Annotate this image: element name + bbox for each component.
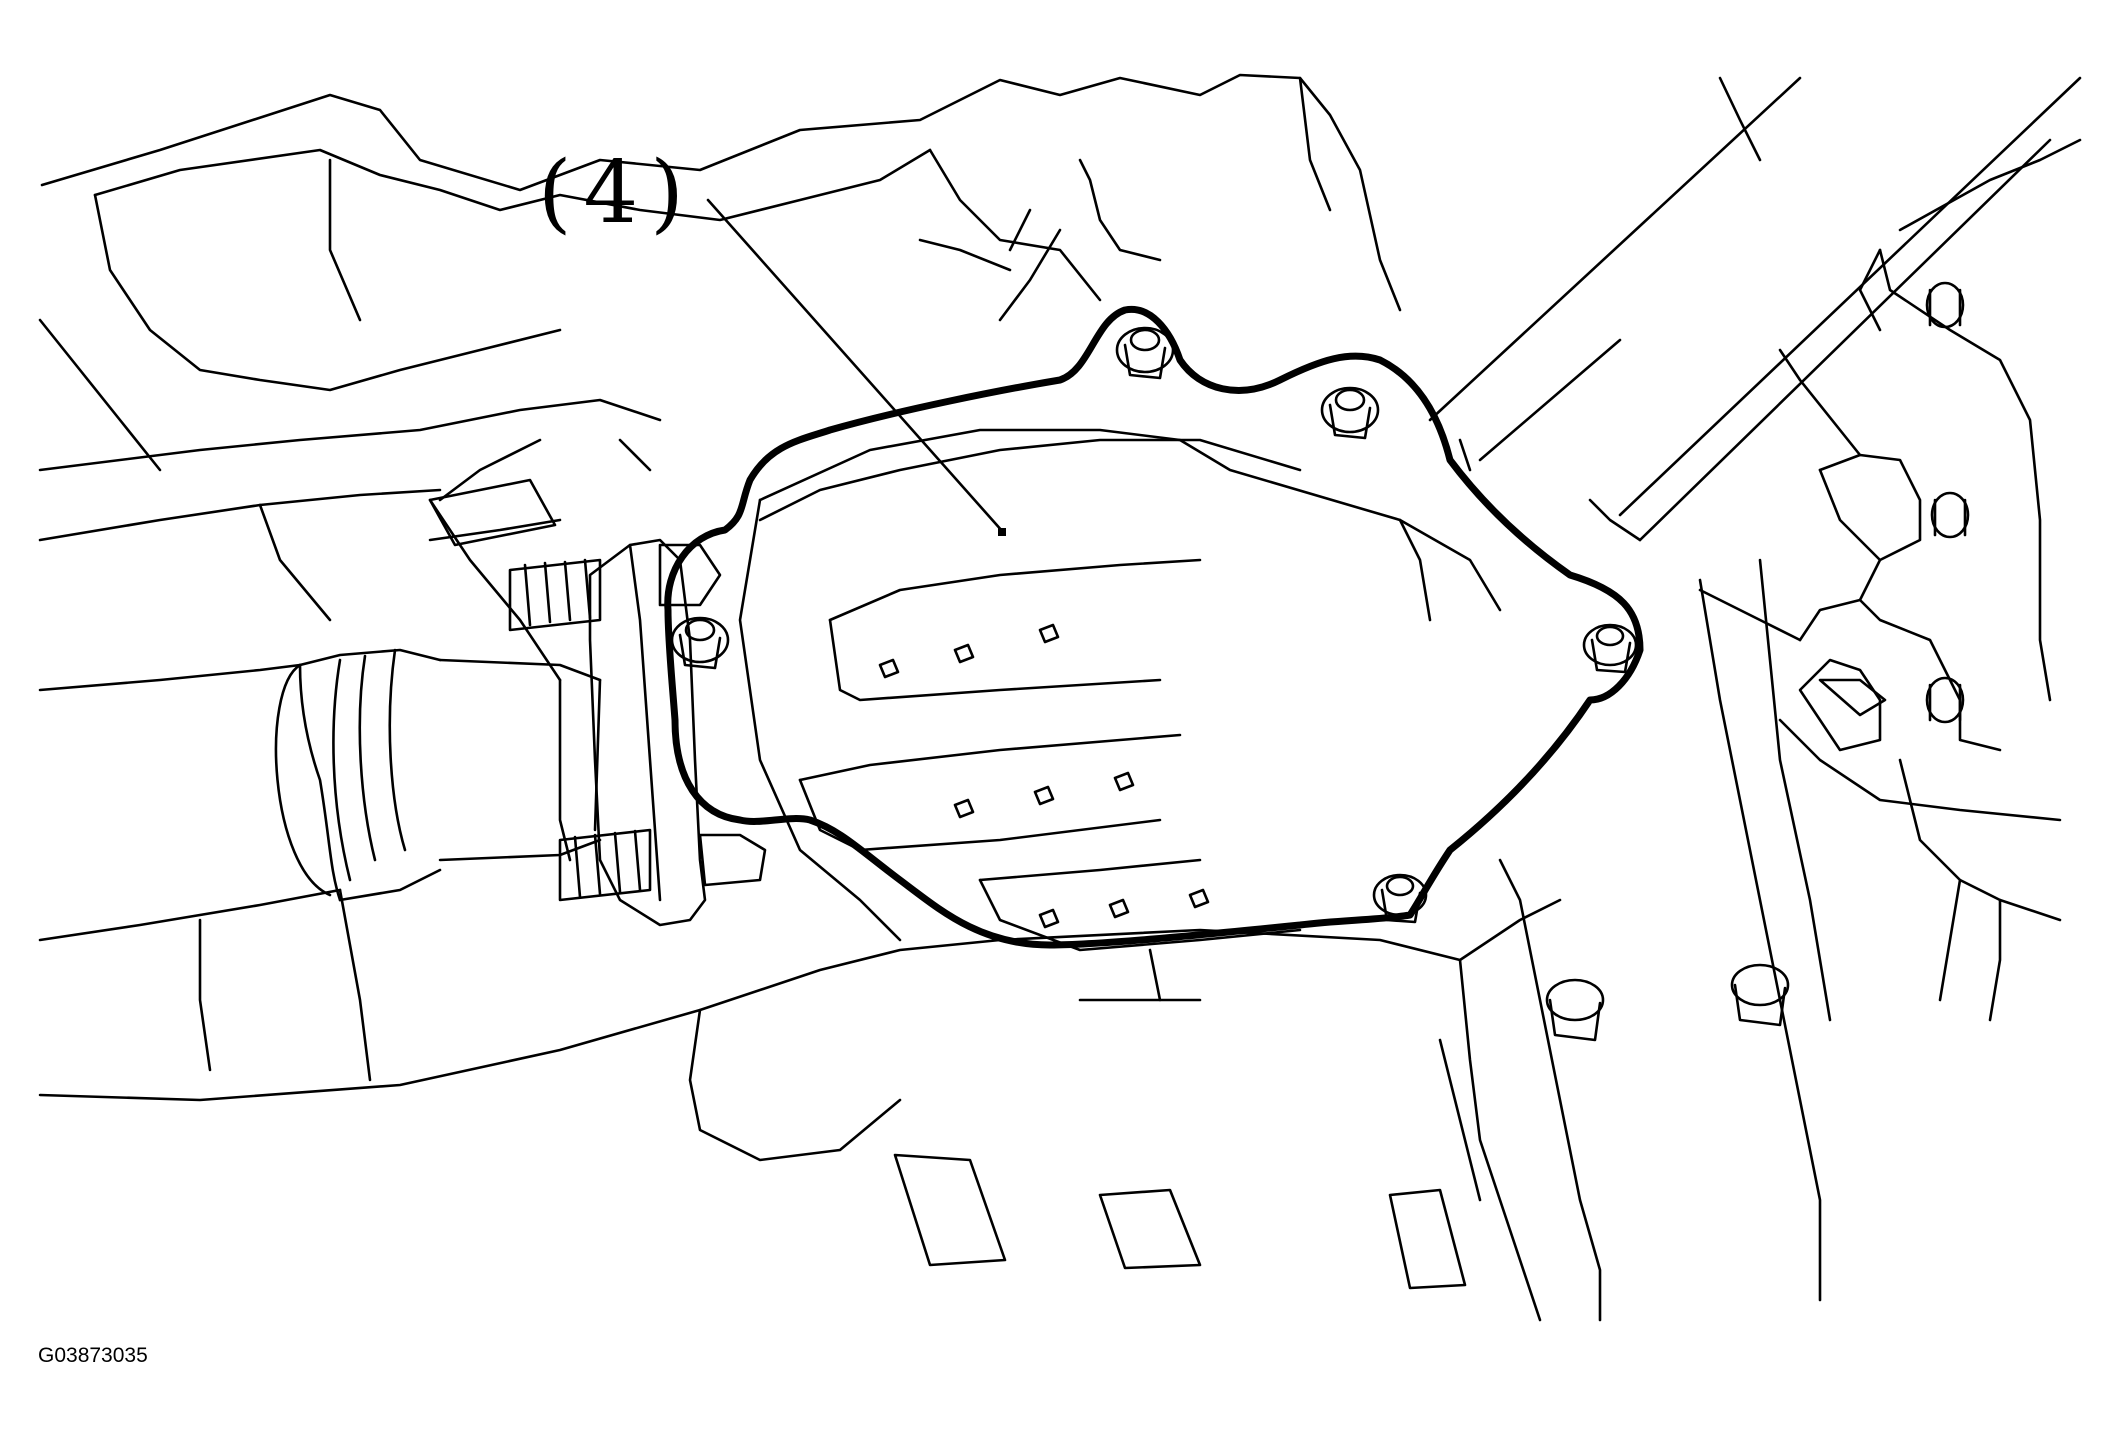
figure-id: G03873035: [38, 1344, 148, 1367]
heat-shield-bolt-top-right: [1320, 386, 1380, 440]
converter-body: [738, 428, 1502, 952]
floor-slots: [428, 478, 1887, 1290]
exhaust-pipe: [274, 648, 602, 902]
upper-body-panel: [38, 73, 1402, 472]
callout-label-4: (4): [538, 143, 696, 243]
right-crossmember: [1428, 76, 2082, 542]
bracket-bolt-1: [1925, 281, 1965, 329]
bracket-bolt-2: [1930, 491, 1970, 539]
flange-nut-lower-right: [698, 833, 767, 887]
floor-bolt-right: [1730, 963, 1790, 1027]
exhaust-flange: [558, 538, 707, 927]
heat-shield-outline: [664, 305, 1644, 949]
heat-shield-bolt-top: [1115, 326, 1175, 380]
bracket-bolt-3: [1925, 676, 1965, 724]
floor-bolt-left: [1545, 978, 1605, 1042]
lower-floor-panel: [1078, 578, 2062, 1322]
heat-shield-bolt-left: [670, 616, 730, 670]
chassis-frame: [38, 398, 1462, 1162]
heat-shield-bolt-bottom: [1372, 873, 1428, 924]
flange-stud-lower: [558, 828, 652, 902]
heat-shield-bolt-right: [1582, 623, 1638, 674]
flange-stud-upper: [508, 558, 602, 632]
converter-vent-holes: [878, 623, 1210, 929]
callout-leader-line: [706, 198, 1006, 536]
